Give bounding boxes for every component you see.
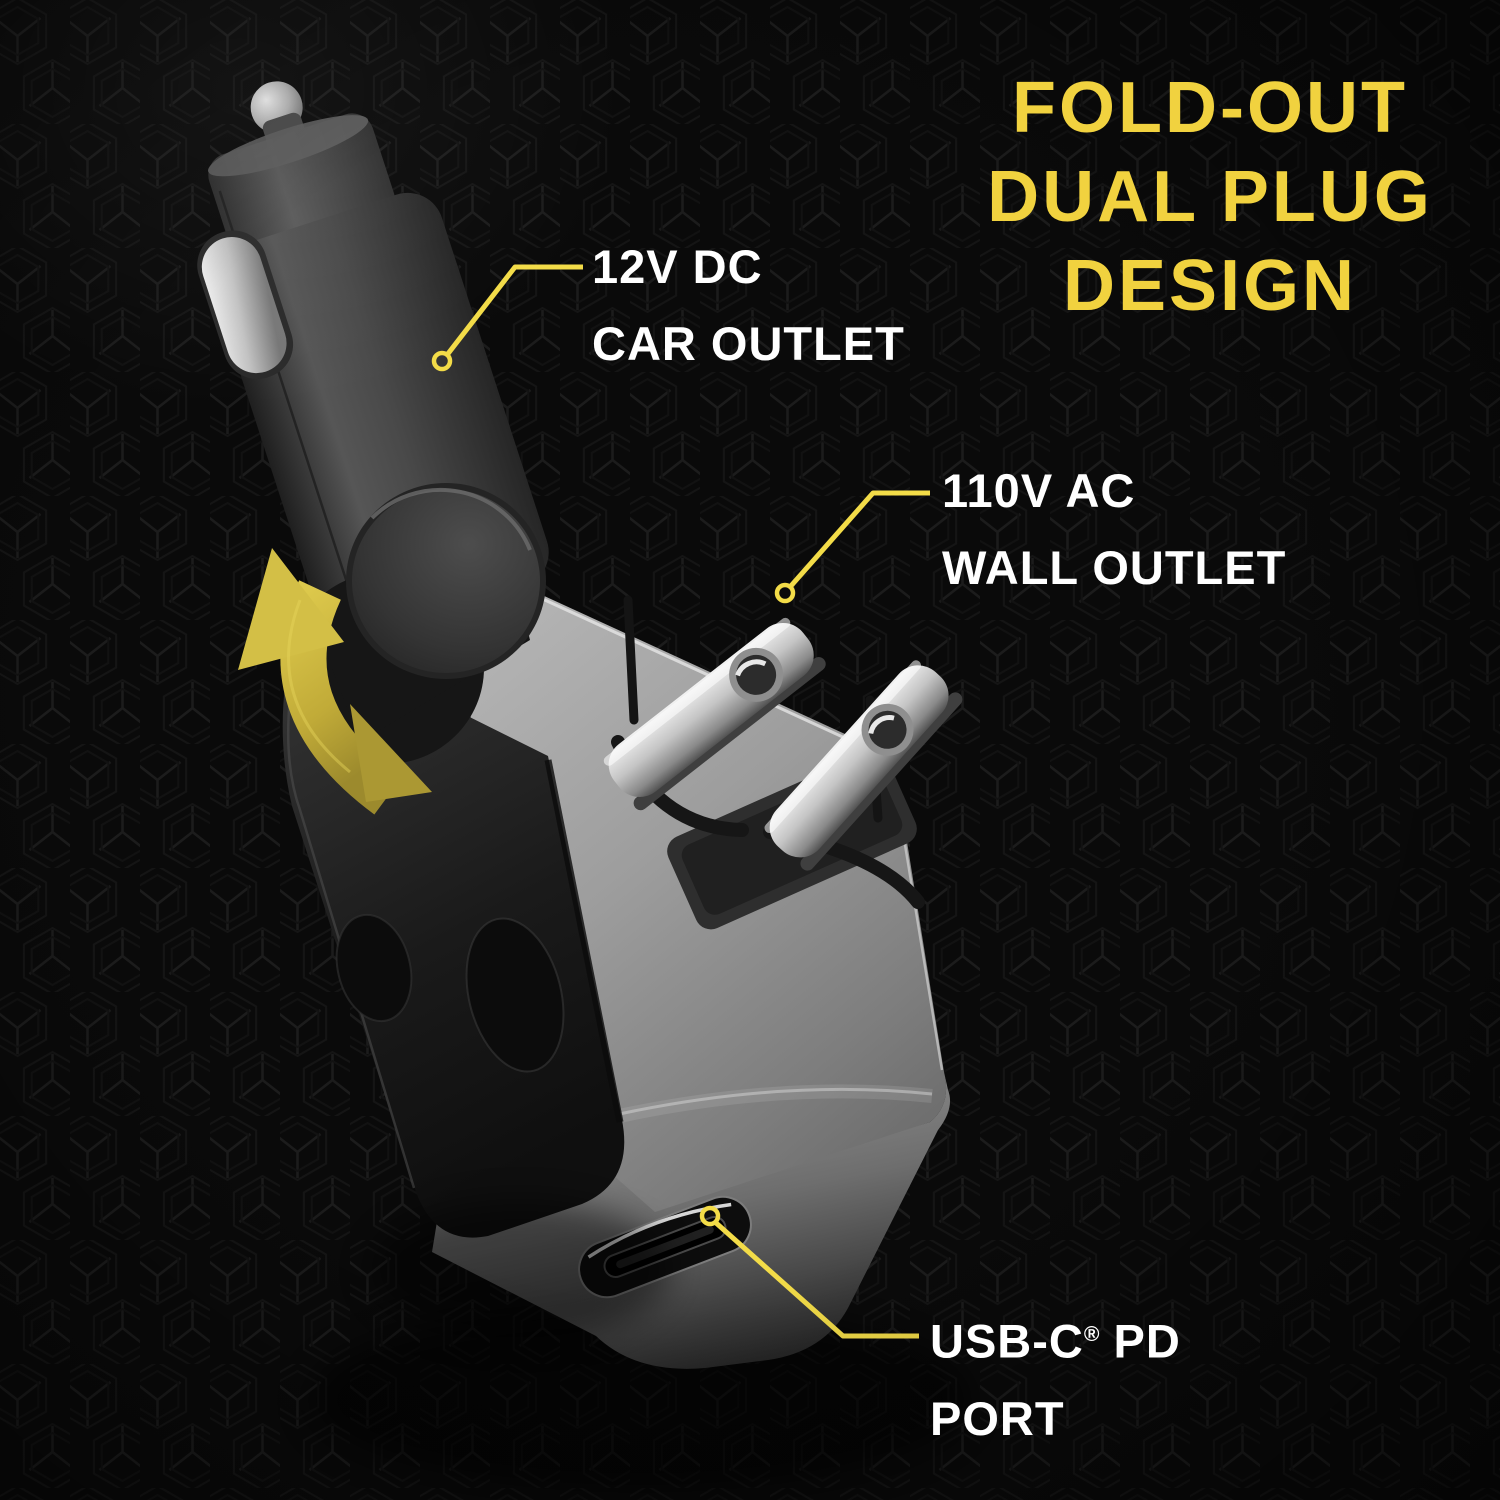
callout-car-line-1: 12V DC <box>592 240 763 293</box>
hinge-drum-face <box>352 489 540 673</box>
registered-trademark-symbol: ® <box>1083 1323 1100 1346</box>
headline-line-1: FOLD-OUT <box>1012 68 1408 148</box>
usb-label-text: USB-C <box>930 1314 1084 1368</box>
callout-usb-line-2: PORT <box>930 1391 1065 1445</box>
callout-usb-line-1: USB-C® PD <box>930 1296 1181 1380</box>
headline-line-2: DUAL PLUG <box>987 157 1433 237</box>
headline: FOLD-OUT DUAL PLUG DESIGN <box>975 64 1445 331</box>
callout-label-wall-outlet: 110V AC WALL OUTLET <box>942 452 1286 606</box>
callout-car-line-2: CAR OUTLET <box>592 317 905 370</box>
arm-shadow <box>370 1200 670 1340</box>
callout-label-car-outlet: 12V DC CAR OUTLET <box>592 228 905 382</box>
callout-wall-line-2: WALL OUTLET <box>942 541 1287 594</box>
headline-line-3: DESIGN <box>1062 246 1358 326</box>
callout-wall-line-1: 110V AC <box>942 464 1136 517</box>
usb-pd-label-text: PD <box>1099 1314 1181 1368</box>
callout-label-usb-port: USB-C® PD PORT <box>930 1296 1181 1457</box>
